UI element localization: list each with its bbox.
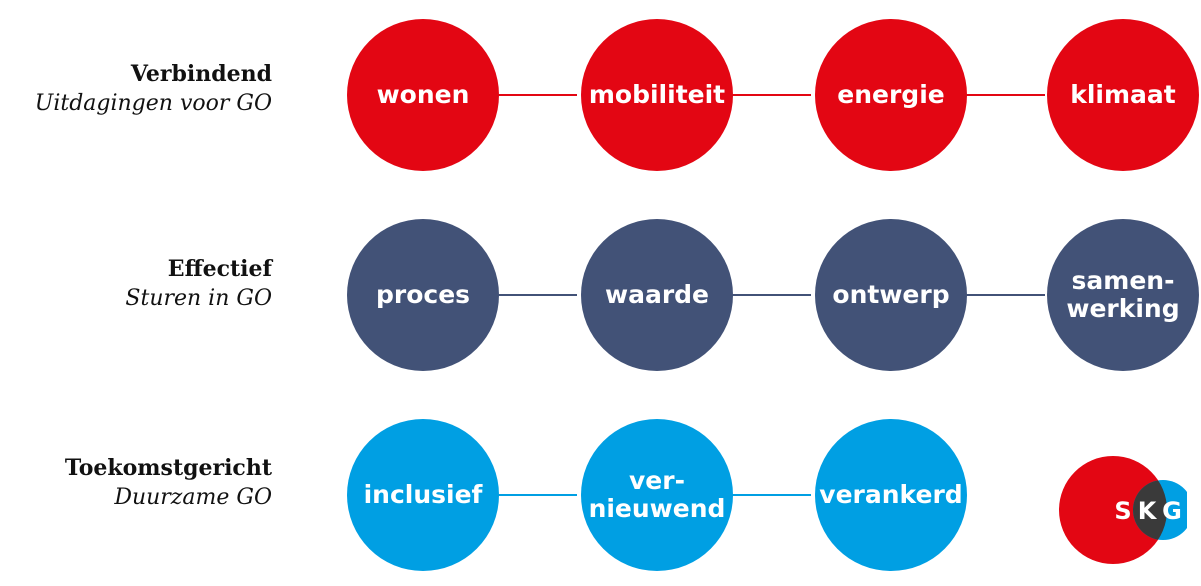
logo-overlap bbox=[1133, 480, 1167, 540]
row-subtitle: Sturen in GO bbox=[125, 286, 272, 311]
logo-red-circle bbox=[1059, 456, 1167, 564]
circle-ontwerp: ontwerp bbox=[815, 219, 967, 371]
connector-line bbox=[423, 94, 577, 96]
circle-waarde: waarde bbox=[581, 219, 733, 371]
circle-wonen: wonen bbox=[347, 19, 499, 171]
logo-letter-k: K bbox=[1138, 497, 1158, 525]
row-title: Verbindend bbox=[130, 61, 272, 87]
connector-line bbox=[657, 294, 811, 296]
logo-letter-s: S bbox=[1114, 497, 1131, 525]
row-title: Toekomstgericht bbox=[64, 455, 272, 481]
row-subtitle: Uitdagingen voor GO bbox=[34, 91, 272, 116]
circle-energie: energie bbox=[815, 19, 967, 171]
connector-line bbox=[657, 94, 811, 96]
circle-klimaat: klimaat bbox=[1047, 19, 1199, 171]
row-title: Effectief bbox=[167, 256, 272, 282]
connector-line bbox=[891, 94, 1045, 96]
row-label-effectief: Effectief Sturen in GO bbox=[125, 255, 272, 313]
row-subtitle: Duurzame GO bbox=[114, 485, 272, 510]
connector-line bbox=[423, 494, 577, 496]
connector-line bbox=[423, 294, 577, 296]
circle-inclusief: inclusief bbox=[347, 419, 499, 571]
circle-samenwerking: samen- werking bbox=[1047, 219, 1199, 371]
row-label-toekomstgericht: Toekomstgericht Duurzame GO bbox=[65, 454, 272, 512]
circle-verankerd: verankerd bbox=[815, 419, 967, 571]
circle-proces: proces bbox=[347, 219, 499, 371]
circle-vernieuwend: ver- nieuwend bbox=[581, 419, 733, 571]
connector-line bbox=[657, 494, 811, 496]
connector-line bbox=[891, 294, 1045, 296]
circle-mobiliteit: mobiliteit bbox=[581, 19, 733, 171]
logo-letter-g: G bbox=[1162, 497, 1182, 525]
row-label-verbindend: Verbindend Uitdagingen voor GO bbox=[35, 60, 272, 118]
skg-logo-icon: S K G bbox=[1059, 456, 1187, 564]
